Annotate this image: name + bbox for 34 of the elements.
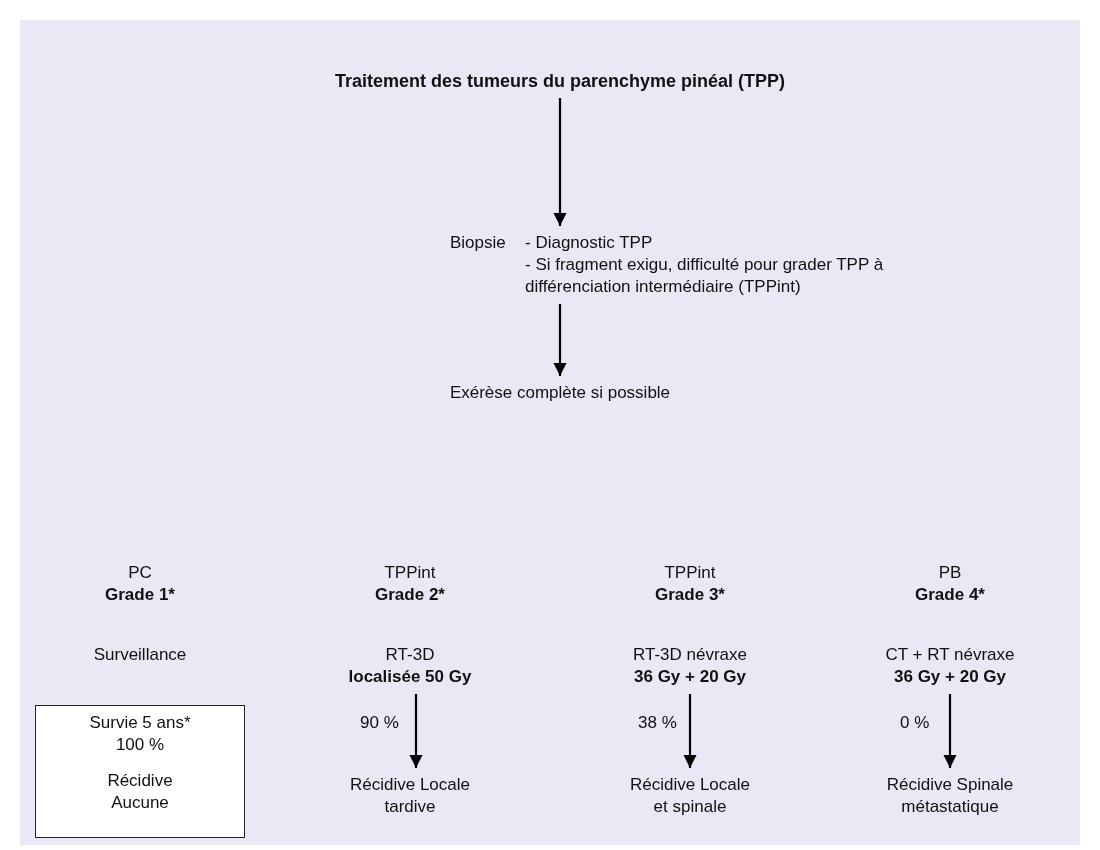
- label-text: Surveillance: [92, 644, 188, 666]
- label-text: TPPint: [663, 562, 717, 584]
- arrow: [683, 694, 697, 768]
- label-text: Survie 5 ans* 100 %: [88, 712, 192, 756]
- edge-label: 90 %: [360, 712, 399, 734]
- detail-text: 36 Gy + 20 Gy: [893, 666, 1007, 688]
- label-text: Récidive Locale tardive: [349, 774, 471, 818]
- detail-text: Récidive Aucune: [106, 770, 174, 814]
- label-text: Exérèse complète si possible: [448, 382, 672, 404]
- label-text: Récidive Spinale métastatique: [885, 774, 1015, 818]
- arrow: [943, 694, 957, 768]
- detail-text: 36 Gy + 20 Gy: [633, 666, 747, 688]
- detail-text: Grade 2*: [374, 584, 446, 606]
- label-text: PB: [937, 562, 963, 584]
- edge-label: 0 %: [900, 712, 930, 734]
- arrow: [553, 98, 567, 226]
- label-text: PC: [127, 562, 153, 584]
- title-text: Traitement des tumeurs du parenchyme pinéal (TPP): [333, 70, 787, 92]
- detail-text: localisée 50 Gy: [347, 666, 473, 688]
- label-text: CT + RT névraxe: [884, 644, 1016, 666]
- detail-text: Grade 4*: [914, 584, 986, 606]
- note-text: - Diagnostic TPP: [525, 232, 654, 254]
- edge-label: 38 %: [638, 712, 677, 734]
- detail-text: Grade 1*: [104, 584, 176, 606]
- arrow: [409, 694, 423, 768]
- label-text: RT-3D névraxe: [632, 644, 748, 666]
- step-text: Biopsie: [450, 232, 506, 254]
- result-box: [35, 705, 245, 838]
- arrow: [553, 304, 567, 376]
- label-text: RT-3D: [384, 644, 436, 666]
- label-text: Récidive Locale et spinale: [629, 774, 751, 818]
- label-text: TPPint: [383, 562, 437, 584]
- detail-text: Grade 3*: [654, 584, 726, 606]
- note-text: - Si fragment exigu, difficulté pour grader TPP à différenciation intermédiaire (TPPint): [525, 254, 885, 298]
